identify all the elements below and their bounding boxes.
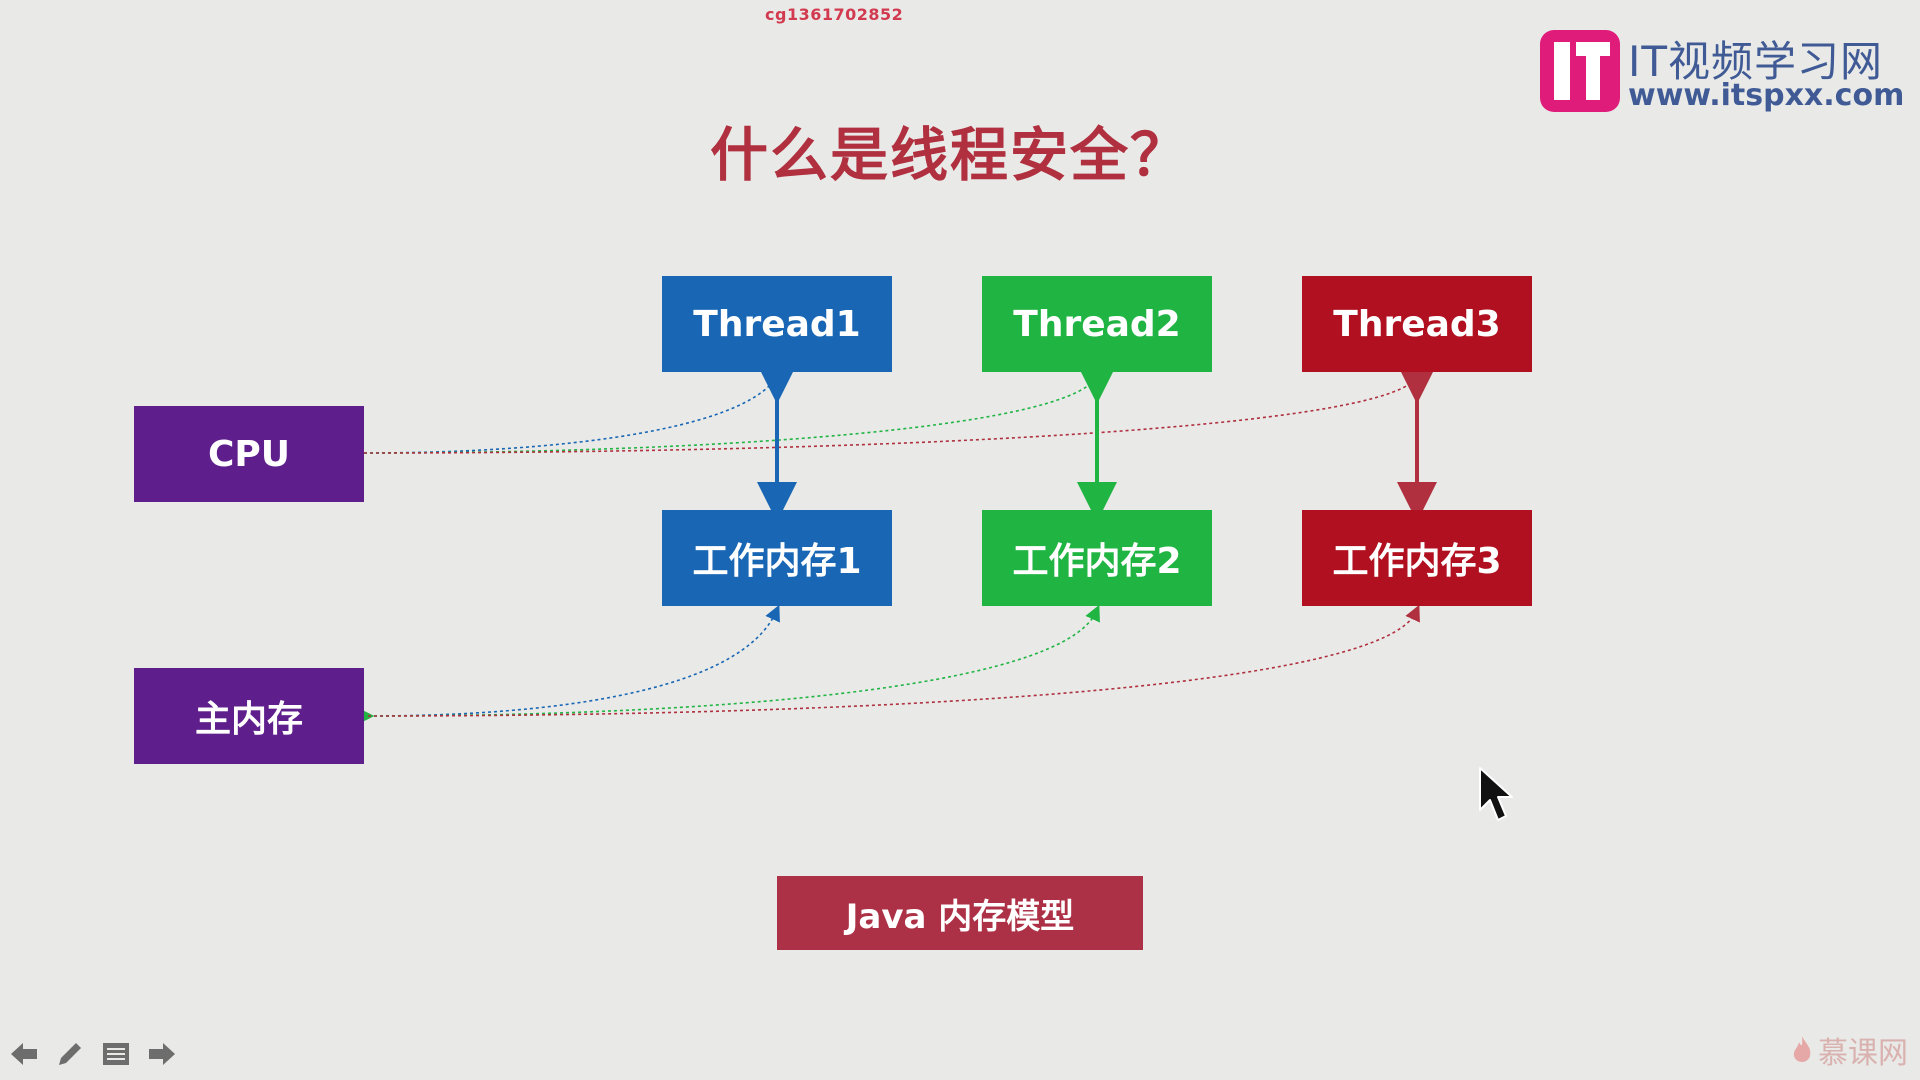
bottom-brand: 慕课网: [1790, 1028, 1908, 1072]
thread2-box: Thread2: [982, 276, 1212, 372]
working-memory1-box: 工作内存1: [662, 510, 892, 606]
main-memory-box: 主内存: [134, 668, 364, 764]
logo-name: IT视频学习网: [1628, 37, 1884, 86]
site-logo: IT视频学习网 www.itspxx.com: [1540, 28, 1906, 116]
menu-icon[interactable]: [100, 1038, 132, 1070]
cpu-box: CPU: [134, 406, 364, 502]
cpu-thread2-link: [363, 371, 1101, 454]
cpu-thread1-link: [363, 371, 781, 454]
logo-url: www.itspxx.com: [1628, 78, 1905, 113]
arrow-right-icon[interactable]: [146, 1038, 178, 1070]
watermark-id: cg1361702852: [765, 5, 904, 24]
slide-title: 什么是线程安全？: [709, 121, 1190, 189]
working-memory2-box: 工作内存2: [982, 510, 1212, 606]
jmm-label-box: Java 内存模型: [777, 876, 1143, 950]
main-mem3-link: [367, 604, 1420, 717]
thread3-box: Thread3: [1302, 276, 1532, 372]
pen-icon[interactable]: [54, 1038, 86, 1070]
slide-nav-toolbar: [8, 1038, 178, 1070]
main-mem1-link: [361, 604, 780, 723]
logo-mark-icon: [1540, 30, 1620, 112]
main-mem2-link: [367, 604, 1100, 717]
cpu-thread3-link: [363, 371, 1421, 454]
thread1-box: Thread1: [662, 276, 892, 372]
mouse-cursor-icon: [1479, 767, 1513, 821]
bottom-brand-text: 慕课网: [1818, 1036, 1908, 1071]
arrow-left-icon[interactable]: [8, 1038, 40, 1070]
working-memory3-box: 工作内存3: [1302, 510, 1532, 606]
flame-icon: [1793, 1036, 1811, 1062]
